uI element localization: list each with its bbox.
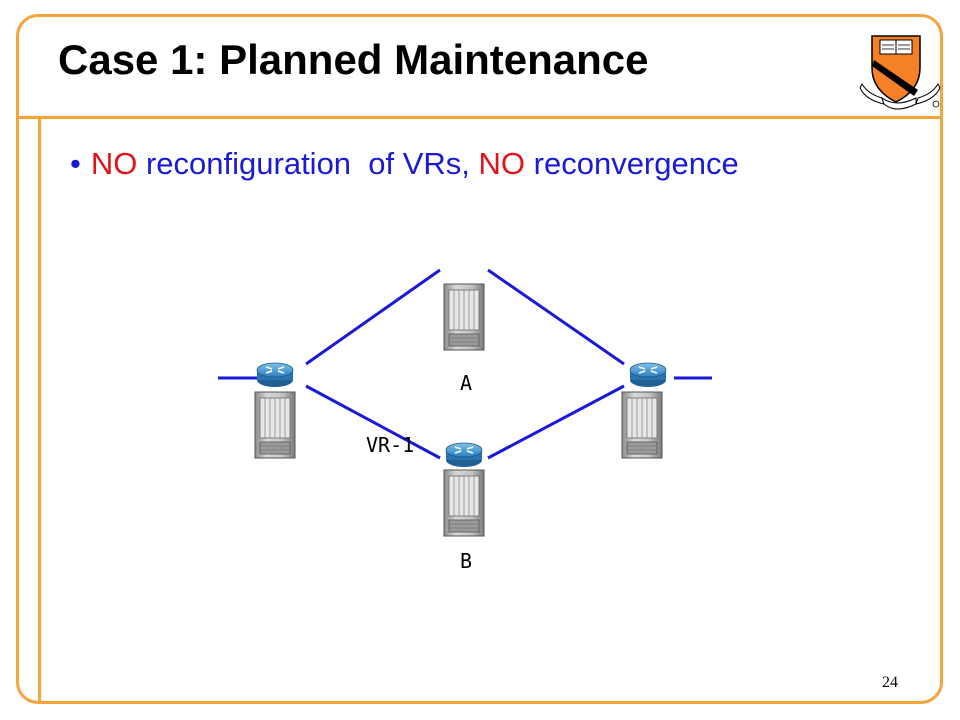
node-a [443, 283, 485, 351]
node-a-label: A [460, 371, 472, 395]
left-divider [38, 119, 41, 704]
link-lines [218, 268, 712, 460]
node-b-label: B [460, 549, 472, 573]
slide-frame [16, 14, 943, 704]
bullet-dot: • [70, 146, 81, 181]
slide-title: Case 1: Planned Maintenance [58, 36, 649, 83]
title-divider [16, 116, 943, 119]
page-number: 24 [882, 674, 898, 691]
link-left-to-b [305, 384, 441, 460]
node-b [443, 442, 485, 537]
node-left [254, 362, 296, 459]
bullet-item: • NO reconfiguration of VRs, NO reconverg… [70, 146, 739, 182]
link-b-to-right [487, 384, 625, 460]
bullet-text-2: reconvergence [525, 146, 739, 181]
vr-label: VR-1 [366, 433, 414, 457]
link-left-to-a [305, 268, 441, 366]
link-a-to-right [487, 268, 625, 366]
bullet-text-1: reconfiguration of VRs, [137, 146, 479, 181]
princeton-shield-icon [859, 35, 941, 110]
node-right [621, 362, 667, 459]
bullet-no-2: NO [478, 146, 526, 181]
bullet-no-1: NO [90, 146, 138, 181]
